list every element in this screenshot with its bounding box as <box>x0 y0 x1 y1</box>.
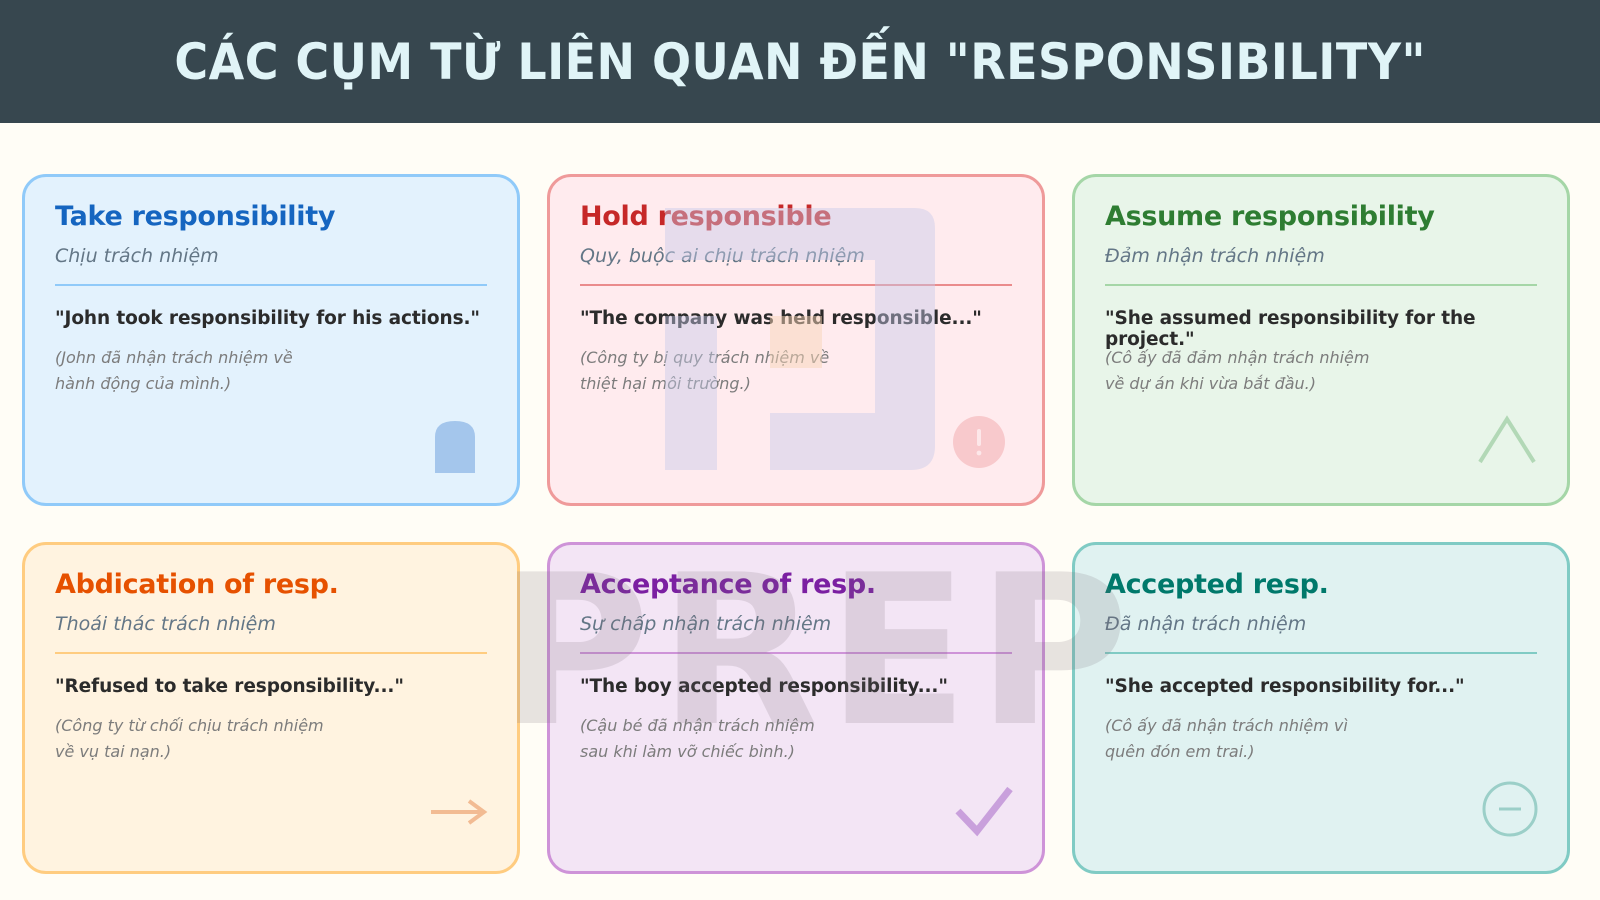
minus-circle-icon <box>1482 781 1538 837</box>
arrow-right-icon <box>431 799 488 825</box>
phrase-card-hold-responsible: Hold responsible Quy, buộc ai chịu trách… <box>547 174 1045 506</box>
translation-line: về dự án khi vừa bắt đầu.) <box>1105 374 1316 393</box>
checkmark-icon <box>955 786 1013 837</box>
translation-line: (John đã nhận trách nhiệm về <box>55 348 293 367</box>
card-translation: (Cô ấy đã nhận trách nhiệm vì quên đón e… <box>1105 713 1385 765</box>
translation-line: sau khi làm vỡ chiếc bình.) <box>580 742 795 761</box>
card-title: Acceptance of resp. <box>580 569 876 600</box>
caret-up-icon <box>1478 415 1536 464</box>
card-divider <box>1105 284 1537 286</box>
card-title: Abdication of resp. <box>55 569 339 600</box>
page-header: CÁC CỤM TỪ LIÊN QUAN ĐẾN "RESPONSIBILITY… <box>0 0 1600 123</box>
card-title: Assume responsibility <box>1105 201 1435 232</box>
card-example: "John took responsibility for his action… <box>55 308 480 329</box>
card-translation: (Công ty bị quy trách nhiệm về thiệt hại… <box>580 345 860 397</box>
card-example: "She accepted responsibility for..." <box>1105 676 1465 697</box>
card-example: "The company was held responsible..." <box>580 308 982 329</box>
card-example: "She assumed responsibility for the proj… <box>1105 308 1476 350</box>
phrase-card-acceptance-of-responsibility: Acceptance of resp. Sự chấp nhận trách n… <box>547 542 1045 874</box>
card-divider <box>580 284 1012 286</box>
card-subtitle: Đảm nhận trách nhiệm <box>1105 245 1325 267</box>
card-subtitle: Quy, buộc ai chịu trách nhiệm <box>580 245 865 267</box>
phrase-card-take-responsibility: Take responsibility Chịu trách nhiệm "Jo… <box>22 174 520 506</box>
exclamation-icon <box>953 416 1005 468</box>
translation-line: (Công ty từ chối chịu trách nhiệm <box>55 716 324 735</box>
card-divider <box>55 284 487 286</box>
translation-line: (Cậu bé đã nhận trách nhiệm <box>580 716 815 735</box>
card-title: Take responsibility <box>55 201 336 232</box>
card-subtitle: Thoái thác trách nhiệm <box>55 613 276 635</box>
page-title: CÁC CỤM TỪ LIÊN QUAN ĐẾN "RESPONSIBILITY… <box>174 32 1426 91</box>
card-divider <box>580 652 1012 654</box>
translation-line: hành động của mình.) <box>55 374 232 393</box>
card-translation: (Công ty từ chối chịu trách nhiệm về vụ … <box>55 713 335 765</box>
card-subtitle: Chịu trách nhiệm <box>55 245 219 267</box>
card-translation: (Cậu bé đã nhận trách nhiệm sau khi làm … <box>580 713 860 765</box>
card-example: "Refused to take responsibility..." <box>55 676 404 697</box>
translation-line: thiệt hại môi trường.) <box>580 374 751 393</box>
phrase-card-assume-responsibility: Assume responsibility Đảm nhận trách nhi… <box>1072 174 1570 506</box>
translation-line: (Cô ấy đã đảm nhận trách nhiệm <box>1105 348 1370 367</box>
phrase-card-accepted-responsibility: Accepted resp. Đã nhận trách nhiệm "She … <box>1072 542 1570 874</box>
translation-line: quên đón em trai.) <box>1105 742 1255 761</box>
card-title: Hold responsible <box>580 201 832 232</box>
card-translation: (John đã nhận trách nhiệm về hành động c… <box>55 345 335 397</box>
card-example: "The boy accepted responsibility..." <box>580 676 948 697</box>
card-divider <box>1105 652 1537 654</box>
translation-line: (Công ty bị quy trách nhiệm về <box>580 348 830 367</box>
card-subtitle: Sự chấp nhận trách nhiệm <box>580 613 832 635</box>
card-translation: (Cô ấy đã đảm nhận trách nhiệm về dự án … <box>1105 345 1385 397</box>
shield-icon <box>435 421 475 473</box>
card-title: Accepted resp. <box>1105 569 1329 600</box>
translation-line: (Cô ấy đã nhận trách nhiệm vì <box>1105 716 1348 735</box>
translation-line: về vụ tai nạn.) <box>55 742 172 761</box>
card-subtitle: Đã nhận trách nhiệm <box>1105 613 1307 635</box>
card-divider <box>55 652 487 654</box>
phrase-card-abdication-of-responsibility: Abdication of resp. Thoái thác trách nhi… <box>22 542 520 874</box>
